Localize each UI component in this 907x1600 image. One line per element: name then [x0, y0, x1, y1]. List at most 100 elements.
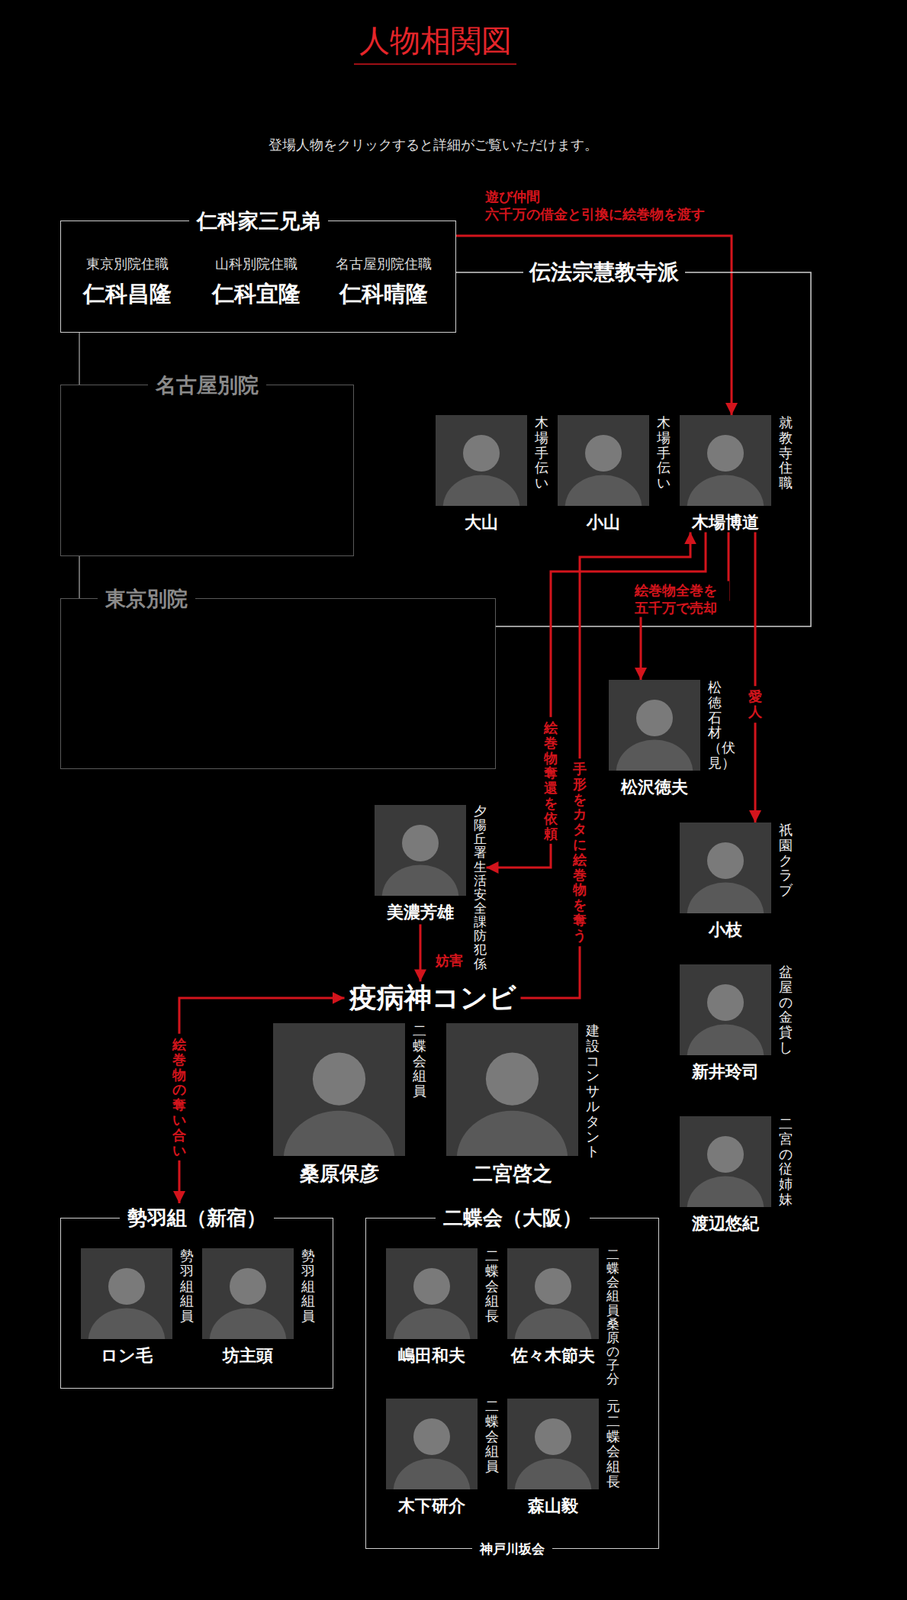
person-name: 新井玲司: [679, 1061, 772, 1081]
portrait-photo: [679, 964, 772, 1055]
portrait-photo: [507, 1398, 599, 1490]
photo-head: [534, 1267, 572, 1305]
photo-head: [707, 842, 744, 879]
person-card: 木下研介二蝶会組員: [385, 1398, 499, 1515]
person-role: 勢羽組組員: [301, 1247, 316, 1324]
portrait-column: 木下研介: [385, 1398, 478, 1515]
group-heading: 疫病神コンビ: [344, 980, 522, 1014]
label-anchor: 仁科昌隆: [83, 280, 172, 308]
portrait-photo: [507, 1247, 599, 1339]
connector-line: [754, 531, 757, 823]
photo-head: [707, 1135, 744, 1173]
photo-shoulders: [514, 1458, 592, 1490]
connector-line: [486, 531, 707, 868]
portrait-column: 松沢徳夫: [608, 679, 701, 797]
photo-shoulders: [514, 1308, 592, 1339]
group-heading: 勢羽組（新宿）: [119, 1206, 274, 1230]
label-anchor: 手形をカタに絵巻物を奪う: [571, 758, 589, 946]
portrait-photo: [679, 414, 772, 506]
connector-line: [78, 332, 81, 385]
person-role: 夕陽丘署生活 安全課防犯係: [473, 804, 487, 972]
portrait-photo: [608, 679, 701, 771]
connector-group: [79, 235, 811, 1203]
label-anchor: 愛人: [746, 685, 764, 723]
person-role: 二宮の従姉妹: [778, 1116, 793, 1207]
photo-head: [312, 1051, 366, 1105]
person-role: 元二蝶会組長: [606, 1398, 621, 1490]
photo-shoulders: [443, 475, 521, 506]
group-heading: 二蝶会（大阪）: [435, 1206, 590, 1230]
person-role: 二蝶会組員: [412, 1022, 427, 1099]
label-anchor: 妨害: [429, 951, 470, 969]
person-card: 大山 木場手伝い: [435, 414, 549, 532]
person-card: 坊主頭勢羽組組員: [202, 1247, 316, 1365]
label-anchor: 遊び仲間 六千万の借金と引換に絵巻物を渡す: [479, 187, 728, 224]
photo-shoulders: [88, 1308, 166, 1339]
temple-box: 東京別院: [60, 598, 496, 769]
portrait-column: 大山: [435, 414, 528, 532]
portrait-column: 二宮啓之: [446, 1022, 579, 1186]
portrait-column: 桑原保彦: [273, 1022, 406, 1186]
person-role: 二蝶会組員 桑原の子分: [606, 1247, 620, 1387]
person-role: 就教寺住職: [778, 414, 793, 491]
photo-shoulders: [393, 1308, 471, 1339]
photo-shoulders: [382, 865, 460, 896]
label-anchor: 人物相関図: [359, 22, 512, 59]
person-name: 美濃芳雄: [374, 901, 467, 922]
portrait-photo: [80, 1247, 173, 1339]
person-card: 小枝祇園クラブ: [679, 822, 793, 940]
person-card: 新井玲司盆屋の金貸し: [679, 964, 793, 1081]
label-anchor: 名古屋別院住職: [335, 255, 432, 273]
person-card: 小山木場手伝い: [557, 414, 671, 532]
portrait-column: 新井玲司: [679, 964, 772, 1081]
edge-label: 伝法宗慧教寺派: [523, 258, 686, 287]
edge-label: 遊び仲間 六千万の借金と引換に絵巻物を渡す: [479, 187, 728, 224]
portrait-photo: [679, 822, 772, 914]
person-name: 木場博道: [679, 511, 772, 532]
person-name: 松沢徳夫: [608, 776, 701, 797]
role-title: 山科別院住職: [215, 255, 298, 273]
edge-label: 絵巻物全巻を 五千万で売却: [622, 581, 730, 618]
group-heading: 仁科家三兄弟: [189, 209, 329, 234]
connector-line: [78, 556, 81, 599]
photo-shoulders: [393, 1458, 471, 1490]
person-name: 仁科昌隆: [83, 280, 172, 308]
person-name: 渡辺悠紀: [679, 1212, 772, 1233]
gang-box: 勢羽組（新宿）ロン毛勢羽組組員坊主頭勢羽組組員: [60, 1217, 334, 1389]
person-card: 森山毅元二蝶会組長: [507, 1398, 621, 1515]
person-card: 佐々木節夫二蝶会組員 桑原の子分: [507, 1247, 620, 1387]
person-role: 二蝶会組員: [485, 1398, 499, 1474]
label-anchor: 仁科晴隆: [339, 280, 428, 308]
person-card: 嶋田和夫二蝶会組長: [385, 1247, 499, 1365]
edge-label: 絵巻物奪還を依頼: [542, 717, 560, 844]
person-name: 大山: [435, 511, 528, 532]
edge-label: 愛人: [746, 685, 764, 723]
photo-head: [413, 1418, 451, 1455]
label-anchor: 伝法宗慧教寺派: [523, 258, 686, 287]
photo-head: [413, 1267, 451, 1305]
portrait-column: 佐々木節夫: [507, 1247, 599, 1365]
portrait-photo: [385, 1247, 478, 1339]
temple-box: 名古屋別院: [60, 384, 354, 557]
portrait-column: 木場博道: [679, 414, 772, 532]
group-heading: 名古屋別院: [147, 373, 267, 398]
portrait-column: 美濃芳雄: [374, 804, 467, 922]
connector-line: [456, 235, 732, 415]
photo-head: [108, 1267, 145, 1305]
group-heading: 疫病神コンビ: [344, 980, 522, 1014]
connector-line: [640, 531, 729, 680]
person-card: 桑原保彦二蝶会組員: [273, 1022, 427, 1186]
portrait-column: ロン毛: [80, 1247, 173, 1365]
photo-shoulders: [209, 1308, 287, 1339]
label-anchor: 東京別院住職: [86, 255, 169, 273]
portrait-photo: [435, 414, 528, 506]
group-heading: 東京別院: [97, 586, 196, 612]
person-role: 二蝶会組長: [485, 1247, 499, 1324]
person-role: 木場手伝い: [534, 414, 549, 491]
portrait-column: 嶋田和夫: [385, 1247, 478, 1365]
person-card: 渡辺悠紀二宮の従姉妹: [679, 1116, 793, 1233]
group-footer: 神戸川坂会: [472, 1540, 553, 1557]
person-role: 盆屋の金貸し: [778, 964, 793, 1055]
person-role: 勢羽組組員: [180, 1247, 194, 1324]
